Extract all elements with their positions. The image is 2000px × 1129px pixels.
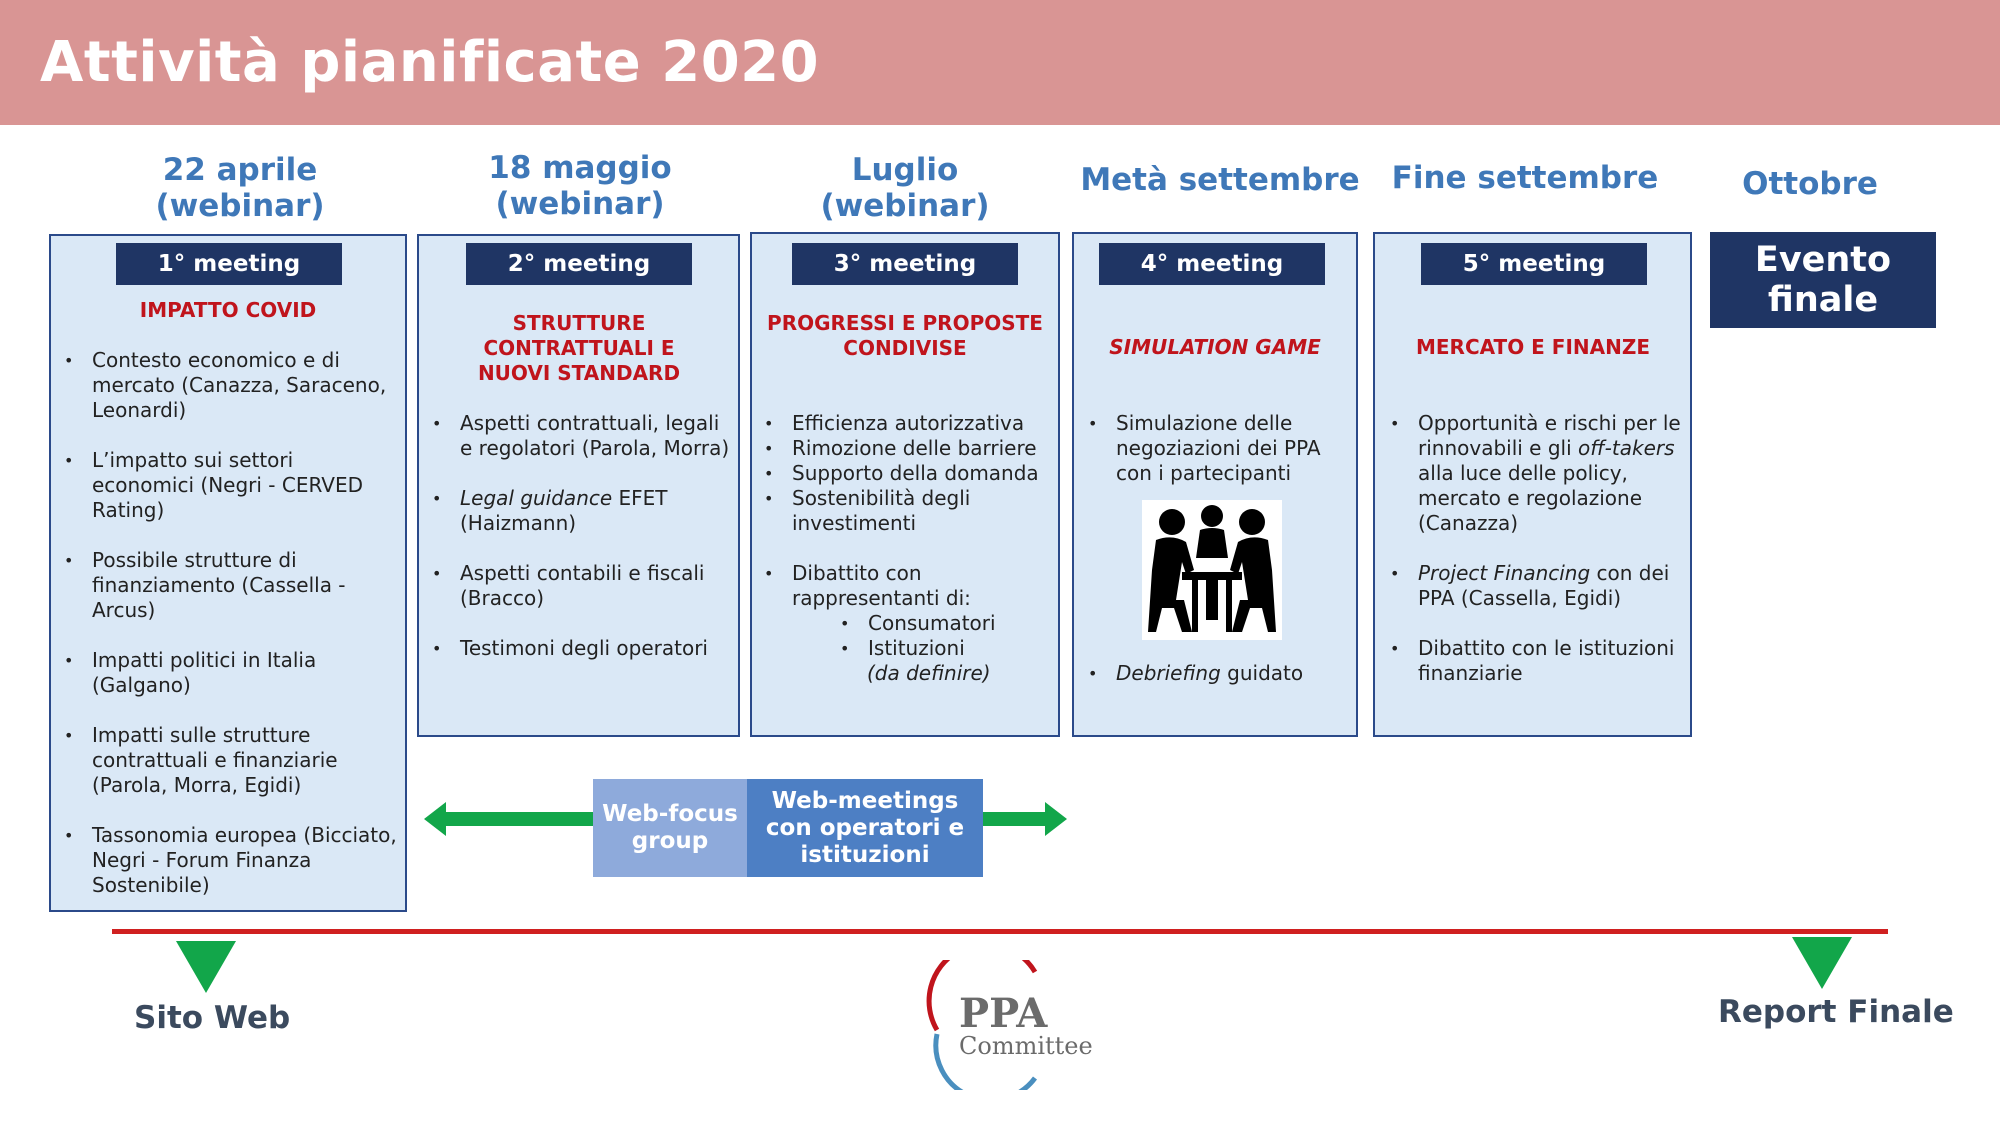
- topic-1: IMPATTO COVID: [139, 298, 317, 322]
- list-item: Opportunità e rischi per le rinnovabili …: [1390, 411, 1690, 536]
- list-item: Supporto della domanda: [764, 461, 1058, 486]
- meeting-tag-2: 2° meeting: [466, 243, 692, 285]
- list-item: Project Financing con dei PPA (Cassella,…: [1390, 561, 1690, 611]
- list-item: Dibattito con le istituzioni finanziarie: [1390, 636, 1690, 686]
- col-title-4: Metà settembre: [1080, 162, 1360, 198]
- bullet-list-4b: Debriefing guidato: [1088, 661, 1354, 686]
- meeting-tag-3: 3° meeting: [792, 243, 1018, 285]
- logo-committee-text: Committee: [959, 1032, 1093, 1060]
- milestone-right-triangle: [1792, 937, 1852, 989]
- web-arrow-left-head: [424, 802, 446, 836]
- list-item: Aspetti contabili e fiscali (Bracco): [432, 561, 732, 611]
- list-item: Aspetti contrattuali, legali e regolator…: [432, 411, 732, 461]
- bullet-list-3: Efficienza autorizzativa Rimozione delle…: [764, 411, 1058, 686]
- logo-arc-icon: [926, 960, 1038, 1090]
- milestone-report-finale: Report Finale: [1718, 994, 1954, 1030]
- topic-3: PROGRESSI E PROPOSTE CONDIVISE: [767, 311, 1043, 360]
- bullet-list-1: Contesto economico e di mercato (Canazza…: [64, 348, 400, 923]
- topic-4: SIMULATION GAME: [1109, 335, 1321, 359]
- timeline-line: [112, 929, 1888, 934]
- milestone-left-triangle: [176, 941, 236, 993]
- list-item: Rimozione delle barriere: [764, 436, 1058, 461]
- list-item: Impatti politici in Italia (Galgano): [64, 648, 400, 698]
- list-item: Impatti sulle strutture contrattuali e f…: [64, 723, 400, 798]
- topic-5: MERCATO E FINANZE: [1415, 335, 1651, 359]
- ppa-committee-logo: PPA Committee: [925, 960, 1095, 1090]
- list-item: Contesto economico e di mercato (Canazza…: [64, 348, 400, 423]
- header-bar: Attività pianificate 2020: [0, 0, 2000, 125]
- web-arrow-left-line: [440, 812, 600, 826]
- web-arrow-right-line: [975, 812, 1047, 826]
- web-meetings-box: Web-meetings con operatori e istituzioni: [747, 779, 983, 877]
- bullet-list-2: Aspetti contrattuali, legali e regolator…: [432, 411, 732, 686]
- list-item: Debriefing guidato: [1088, 661, 1354, 686]
- final-event-badge: Evento finale: [1710, 232, 1936, 328]
- col-title-2: 18 maggio (webinar): [488, 150, 672, 222]
- logo-ppa-text: PPA: [959, 990, 1048, 1037]
- list-item: Tassonomia europea (Bicciato, Negri - Fo…: [64, 823, 400, 898]
- list-item: Testimoni degli operatori: [432, 636, 732, 661]
- list-item: L’impatto sui settori economici (Negri -…: [64, 448, 400, 523]
- bullet-list-5: Opportunità e rischi per le rinnovabili …: [1390, 411, 1690, 711]
- meeting-table-icon: [1142, 500, 1282, 640]
- list-item: Consumatori: [840, 611, 1058, 636]
- list-item: Istituzioni: [840, 636, 1058, 661]
- list-item: Sostenibilità degli investimenti: [764, 486, 1058, 536]
- list-item: Simulazione delle negoziazioni dei PPA c…: [1088, 411, 1354, 486]
- page-title: Attività pianificate 2020: [40, 30, 820, 95]
- list-item: Legal guidance EFET (Haizmann): [432, 486, 732, 536]
- web-arrow-right-head: [1045, 802, 1067, 836]
- sub-list: Consumatori Istituzioni: [840, 611, 1058, 661]
- milestone-sito-web: Sito Web: [134, 1000, 291, 1036]
- col-title-1: 22 aprile (webinar): [155, 152, 325, 224]
- meeting-tag-4: 4° meeting: [1099, 243, 1325, 285]
- meeting-tag-1: 1° meeting: [116, 243, 342, 285]
- col-title-3: Luglio (webinar): [820, 152, 990, 224]
- list-item: Efficienza autorizzativa: [764, 411, 1058, 436]
- list-item: Dibattito con rappresentanti di: Consuma…: [764, 561, 1058, 686]
- col-title-5: Fine settembre: [1391, 160, 1659, 196]
- topic-2: STRUTTURE CONTRATTUALI E NUOVI STANDARD: [477, 311, 681, 385]
- to-be-defined-note: (da definire): [867, 661, 991, 685]
- meeting-tag-5: 5° meeting: [1421, 243, 1647, 285]
- col-title-6: Ottobre: [1742, 166, 1878, 202]
- bullet-list-4: Simulazione delle negoziazioni dei PPA c…: [1088, 411, 1354, 486]
- list-item: Possibile strutture di finanziamento (Ca…: [64, 548, 400, 623]
- web-focus-group-box: Web-focus group: [593, 779, 747, 877]
